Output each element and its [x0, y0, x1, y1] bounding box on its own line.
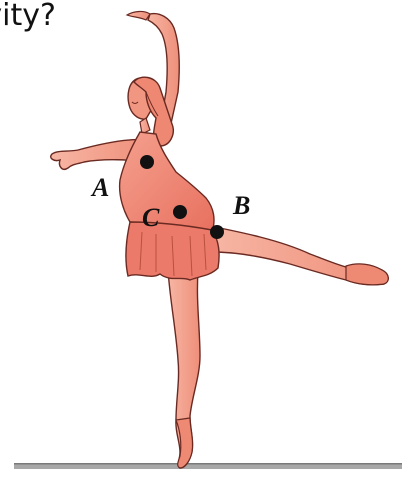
- point-a-label: A: [90, 173, 109, 202]
- point-a-dot: [140, 155, 154, 169]
- point-b-dot: [210, 225, 224, 239]
- point-c-label: C: [142, 203, 160, 232]
- point-c-dot: [173, 205, 187, 219]
- raised-hand: [127, 11, 150, 20]
- point-b-label: B: [232, 191, 250, 220]
- extended-foot: [346, 264, 388, 285]
- bodice: [120, 132, 214, 232]
- floor: [14, 463, 402, 469]
